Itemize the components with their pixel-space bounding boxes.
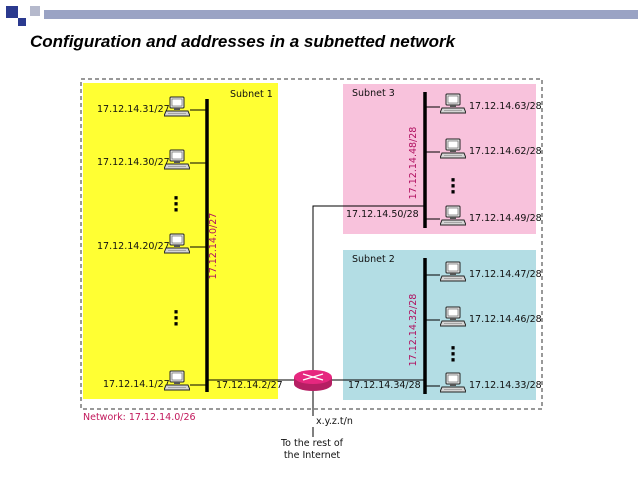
internet-label-line1: To the rest of	[280, 438, 344, 449]
router-if-subnet2: 17.12.14.34/28	[348, 380, 421, 391]
network-boundary	[80, 78, 543, 410]
computer-icon	[439, 261, 467, 283]
computer-icon	[439, 138, 467, 160]
slide-title: Configuration and addresses in a subnett…	[30, 32, 456, 51]
subnet1-label: Subnet 1	[230, 89, 273, 100]
internet-label-line2: the Internet	[283, 450, 341, 461]
router-icon	[294, 370, 332, 391]
subnet2-label: Subnet 2	[352, 254, 395, 265]
subnet2-host-1-address: 17.12.14.47/28	[469, 269, 542, 280]
network-label: Network: 17.12.14.0/26	[83, 412, 196, 423]
subnet1-host-3-address: 17.12.14.20/27	[97, 241, 170, 252]
computer-icon	[439, 306, 467, 328]
subnet3-label: Subnet 3	[352, 88, 395, 99]
subnet3-ellipsis: ···	[449, 170, 457, 203]
subnet3-network-address: 17.12.14.48/28	[408, 126, 419, 200]
header-square-small	[18, 18, 26, 26]
header-square-dark	[6, 6, 18, 18]
subnet2-ellipsis: ···	[449, 338, 457, 371]
subnet1-host-4-address: 17.12.14.1/27	[103, 379, 170, 390]
header-square-light	[30, 6, 40, 16]
link-router-subnet3	[312, 205, 425, 370]
computer-icon	[163, 96, 191, 118]
subnet3-host-1-address: 17.12.14.63/28	[469, 101, 542, 112]
router-if-subnet1: 17.12.14.2/27	[216, 380, 283, 391]
subnet1-ellipsis-lower: ···	[172, 302, 180, 335]
computer-icon	[163, 149, 191, 171]
subnet3-host-2-address: 17.12.14.62/28	[469, 146, 542, 157]
computer-icon	[439, 372, 467, 394]
computer-icon	[439, 205, 467, 227]
subnet2-host-2-address: 17.12.14.46/28	[469, 314, 542, 325]
computer-icon	[163, 370, 191, 392]
subnet3-host-3-address: 17.12.14.49/28	[469, 213, 542, 224]
subnet3-area	[343, 84, 536, 234]
computer-icon	[439, 93, 467, 115]
header-bar	[44, 10, 638, 19]
subnet1-network-address: 17.12.14.0/27	[208, 212, 219, 280]
subnet2-host-3-address: 17.12.14.33/28	[469, 380, 542, 391]
subnet1-host-2-address: 17.12.14.30/27	[97, 157, 170, 168]
external-interface-address: x.y.z.t/n	[316, 416, 353, 427]
router-if-subnet3: 17.12.14.50/28	[346, 209, 419, 220]
computer-icon	[163, 233, 191, 255]
header-decoration	[6, 6, 638, 26]
subnet2-network-address: 17.12.14.32/28	[408, 293, 419, 367]
subnet1-host-1-address: 17.12.14.31/27	[97, 104, 170, 115]
subnet1-ellipsis-upper: ···	[172, 188, 180, 221]
internet-label: To the rest of the Internet	[262, 438, 362, 462]
